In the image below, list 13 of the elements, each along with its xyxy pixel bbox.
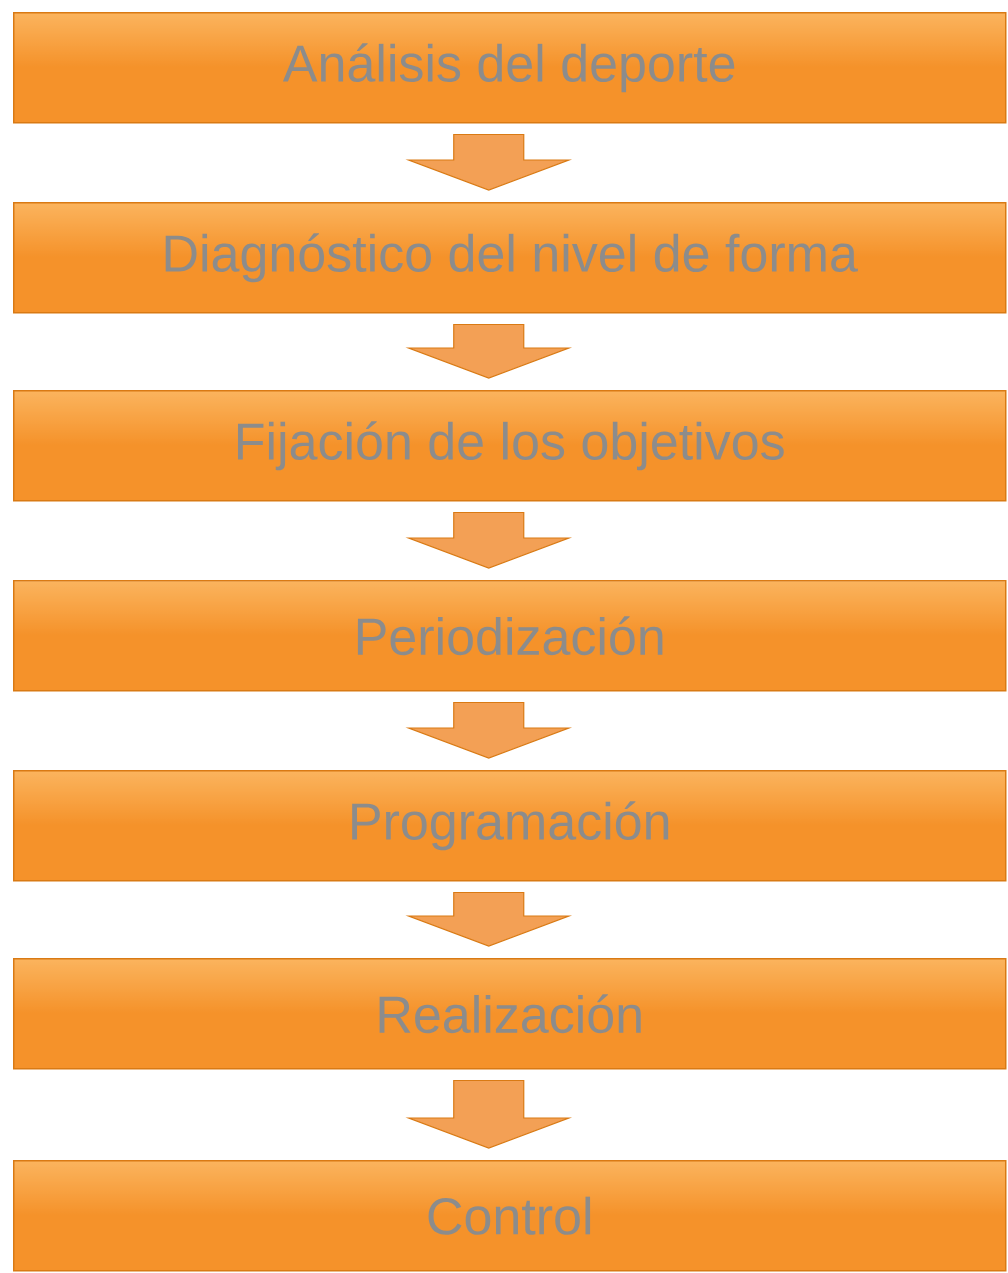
process-box: Realización — [13, 958, 1007, 1070]
arrow — [405, 511, 573, 569]
arrow — [405, 1079, 573, 1149]
process-box: Fijación de los objetivos — [13, 390, 1007, 502]
process-box: Análisis del deporte — [13, 12, 1007, 124]
arrow — [405, 701, 573, 759]
process-box: Control — [13, 1160, 1007, 1272]
process-box: Programación — [13, 770, 1007, 882]
arrow — [405, 323, 573, 379]
arrow — [405, 133, 573, 191]
process-box: Periodización — [13, 580, 1007, 692]
process-box: Diagnóstico del nivel de forma — [13, 202, 1007, 314]
arrow — [405, 891, 573, 947]
